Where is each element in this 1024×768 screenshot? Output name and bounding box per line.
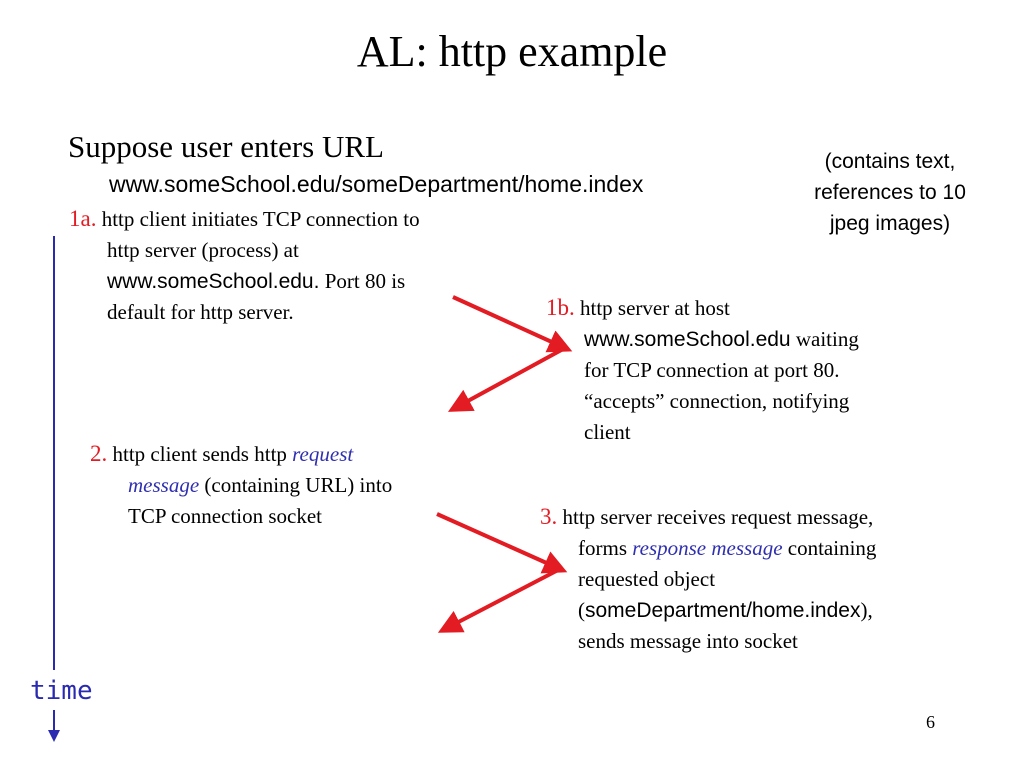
step-1a-line-3: Port 80 is	[319, 269, 406, 293]
step-3-line-1: http server receives request message,	[562, 505, 874, 529]
timeline-label: time	[30, 676, 93, 706]
note-line-2: references to 10	[814, 181, 966, 204]
step-1a-line-2: http server (process) at	[107, 238, 299, 262]
step-1b-host: www.someSchool.edu	[584, 328, 791, 351]
step-1b-line-2: waiting	[790, 327, 859, 351]
step-1b-line-1: http server at host	[580, 296, 730, 320]
step-3-line-2-rest: containing	[782, 536, 877, 560]
step-3-paren-close: ),	[860, 598, 873, 622]
intro-url: www.someSchool.edu/someDepartment/home.i…	[109, 171, 644, 197]
step-3-line-2-pre: forms	[578, 536, 633, 560]
step-2-request-term: request	[292, 442, 354, 466]
arrow-1b-to-client	[447, 346, 566, 412]
step-2-number: 2.	[90, 441, 108, 466]
step-3-number: 3.	[540, 504, 558, 529]
step-1b-line-4: “accepts” connection, notifying	[584, 389, 850, 413]
intro-text: Suppose user enters URL	[68, 129, 384, 164]
step-3: 3. http server receives request message,…	[540, 501, 876, 657]
arrow-3-to-client	[437, 567, 561, 633]
slide-title: AL: http example	[356, 27, 668, 76]
step-3-line-3: requested object	[578, 567, 716, 591]
step-1a: 1a. http client initiates TCP connection…	[69, 203, 420, 328]
step-3-line-5: sends message into socket	[578, 629, 798, 653]
step-3-response-term: response message	[632, 536, 783, 560]
step-2-line-2: (containing URL) into	[199, 473, 393, 497]
page-number: 6	[926, 712, 935, 732]
step-1b-line-3: for TCP connection at port 80.	[584, 358, 840, 382]
step-2-line-3: TCP connection socket	[128, 504, 323, 528]
step-1a-line-1: http client initiates TCP connection to	[101, 207, 420, 231]
content-note: (contains text, references to 10 jpeg im…	[790, 146, 990, 239]
step-1a-line-4: default for http server.	[107, 300, 294, 324]
step-2-line-1: http client sends http	[112, 442, 293, 466]
step-1b: 1b. http server at host www.someSchool.e…	[546, 292, 859, 448]
note-line-1: (contains text,	[824, 150, 956, 173]
step-3-path: someDepartment/home.index	[585, 599, 861, 622]
step-1a-number: 1a.	[69, 206, 97, 231]
note-line-3: jpeg images)	[829, 212, 951, 235]
step-3-paren-open: (	[578, 598, 585, 622]
step-2-message-term: message	[128, 473, 200, 497]
step-1a-host: www.someSchool.edu.	[107, 270, 320, 293]
step-2: 2. http client sends http request messag…	[90, 438, 392, 532]
arrow-2-to-server	[436, 512, 568, 574]
step-1b-number: 1b.	[546, 295, 575, 320]
arrow-1a-to-server	[452, 295, 573, 353]
step-1b-line-5: client	[584, 420, 631, 444]
